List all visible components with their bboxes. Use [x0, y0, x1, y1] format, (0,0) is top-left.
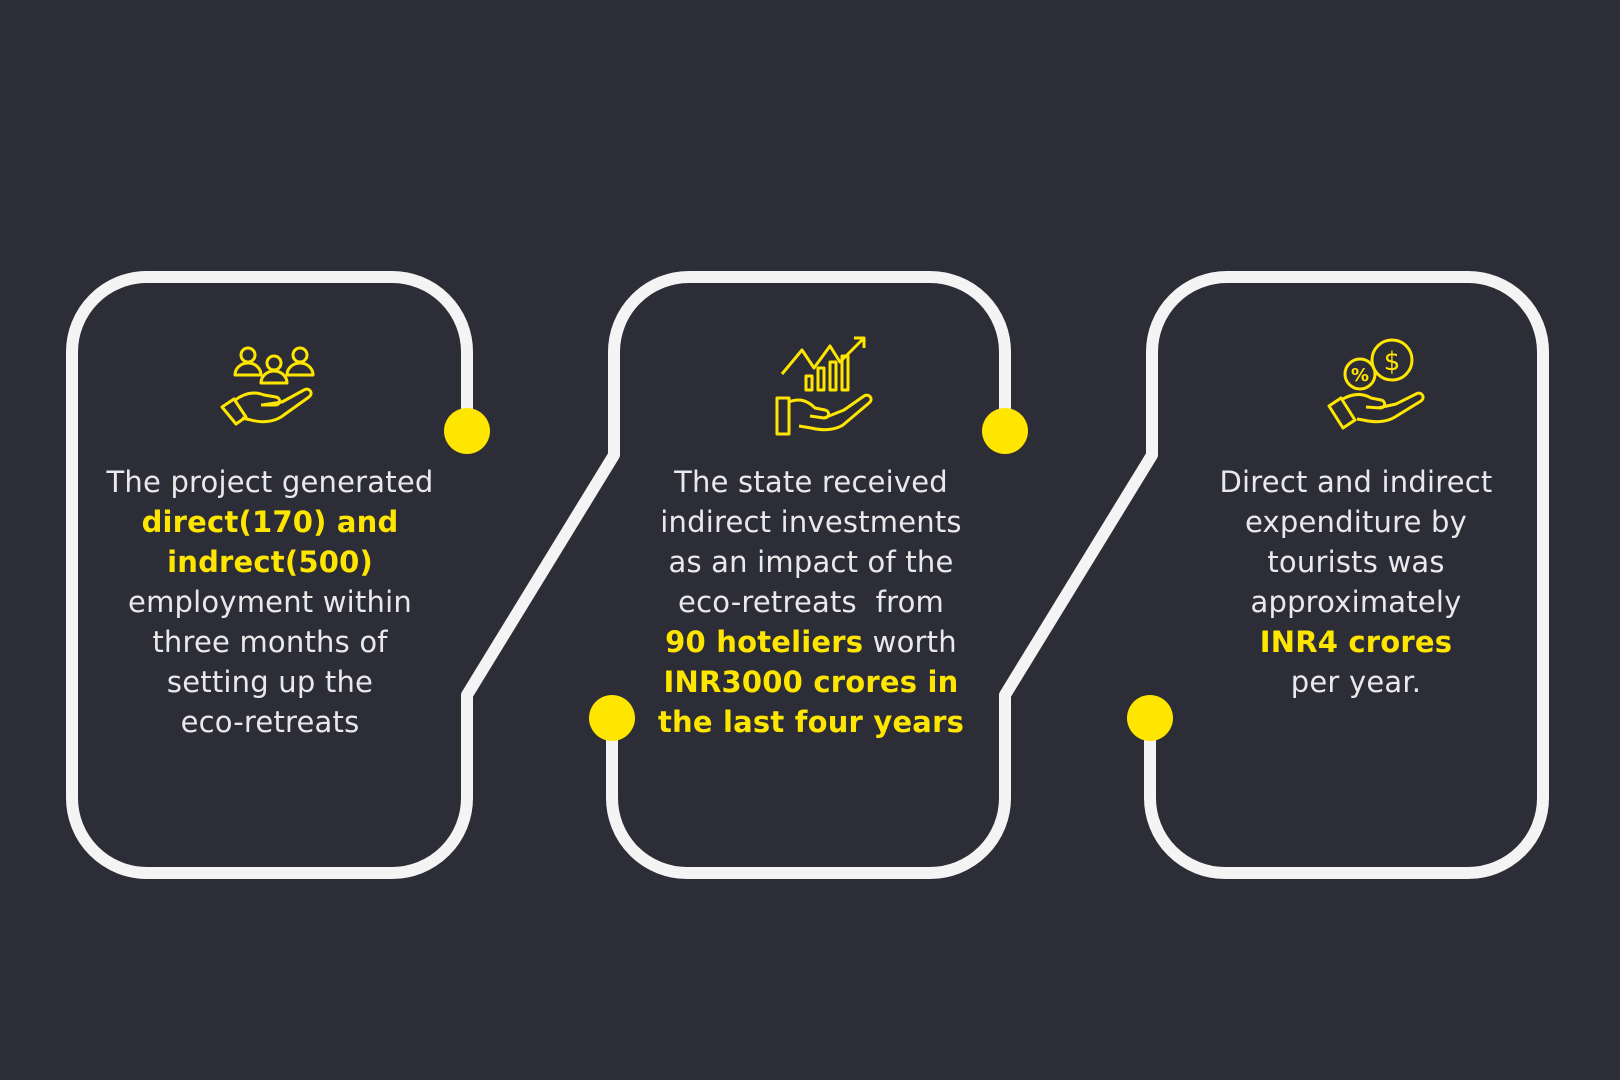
- text-line: Direct and indirect: [1219, 465, 1493, 499]
- text-line: eco-retreats from: [678, 585, 944, 619]
- text-span: worth: [863, 625, 957, 659]
- text-line: setting up the: [166, 665, 374, 699]
- hand-holding-growth-chart-icon: [775, 336, 873, 436]
- highlight-text: 90 hoteliers: [665, 625, 864, 659]
- hand-holding-people-icon: [220, 346, 315, 426]
- text-line: 90 hoteliers worth: [621, 622, 1001, 662]
- text-line: as an impact of the: [668, 545, 954, 579]
- text-line: The state received: [674, 465, 948, 499]
- text-line: The project generated: [106, 465, 434, 499]
- connector-dot-4: [1127, 695, 1173, 741]
- svg-text:%: %: [1351, 365, 1369, 386]
- card-outline-path-upper: [66, 271, 1011, 879]
- card-3-text: Direct and indirect expenditure by touri…: [1166, 462, 1546, 702]
- text-line: indirect investments: [660, 505, 962, 539]
- text-line: expenditure by: [1244, 505, 1468, 539]
- connector-dot-2: [589, 695, 635, 741]
- text-line: three months of: [152, 625, 388, 659]
- highlight-line: INR3000 crores in: [663, 665, 959, 699]
- text-line: per year.: [1290, 665, 1422, 699]
- highlight-line: indrect(500): [167, 545, 373, 579]
- hand-holding-money-icon: $ %: [1327, 338, 1425, 430]
- connector-dot-1: [444, 408, 490, 454]
- highlight-line: INR4 crores: [1259, 625, 1453, 659]
- card-2-text: The state received indirect investments …: [621, 462, 1001, 742]
- text-line: tourists was: [1267, 545, 1445, 579]
- highlight-line: direct(170) and: [141, 505, 399, 539]
- connector-dot-3: [982, 408, 1028, 454]
- svg-text:$: $: [1384, 347, 1401, 377]
- card-outline-path-lower: [606, 271, 1549, 879]
- text-line: approximately: [1250, 585, 1462, 619]
- text-line: employment within: [128, 585, 412, 619]
- card-1-text: The project generated direct(170) and in…: [80, 462, 460, 742]
- highlight-line: the last four years: [657, 705, 965, 739]
- text-line: eco-retreats: [180, 705, 360, 739]
